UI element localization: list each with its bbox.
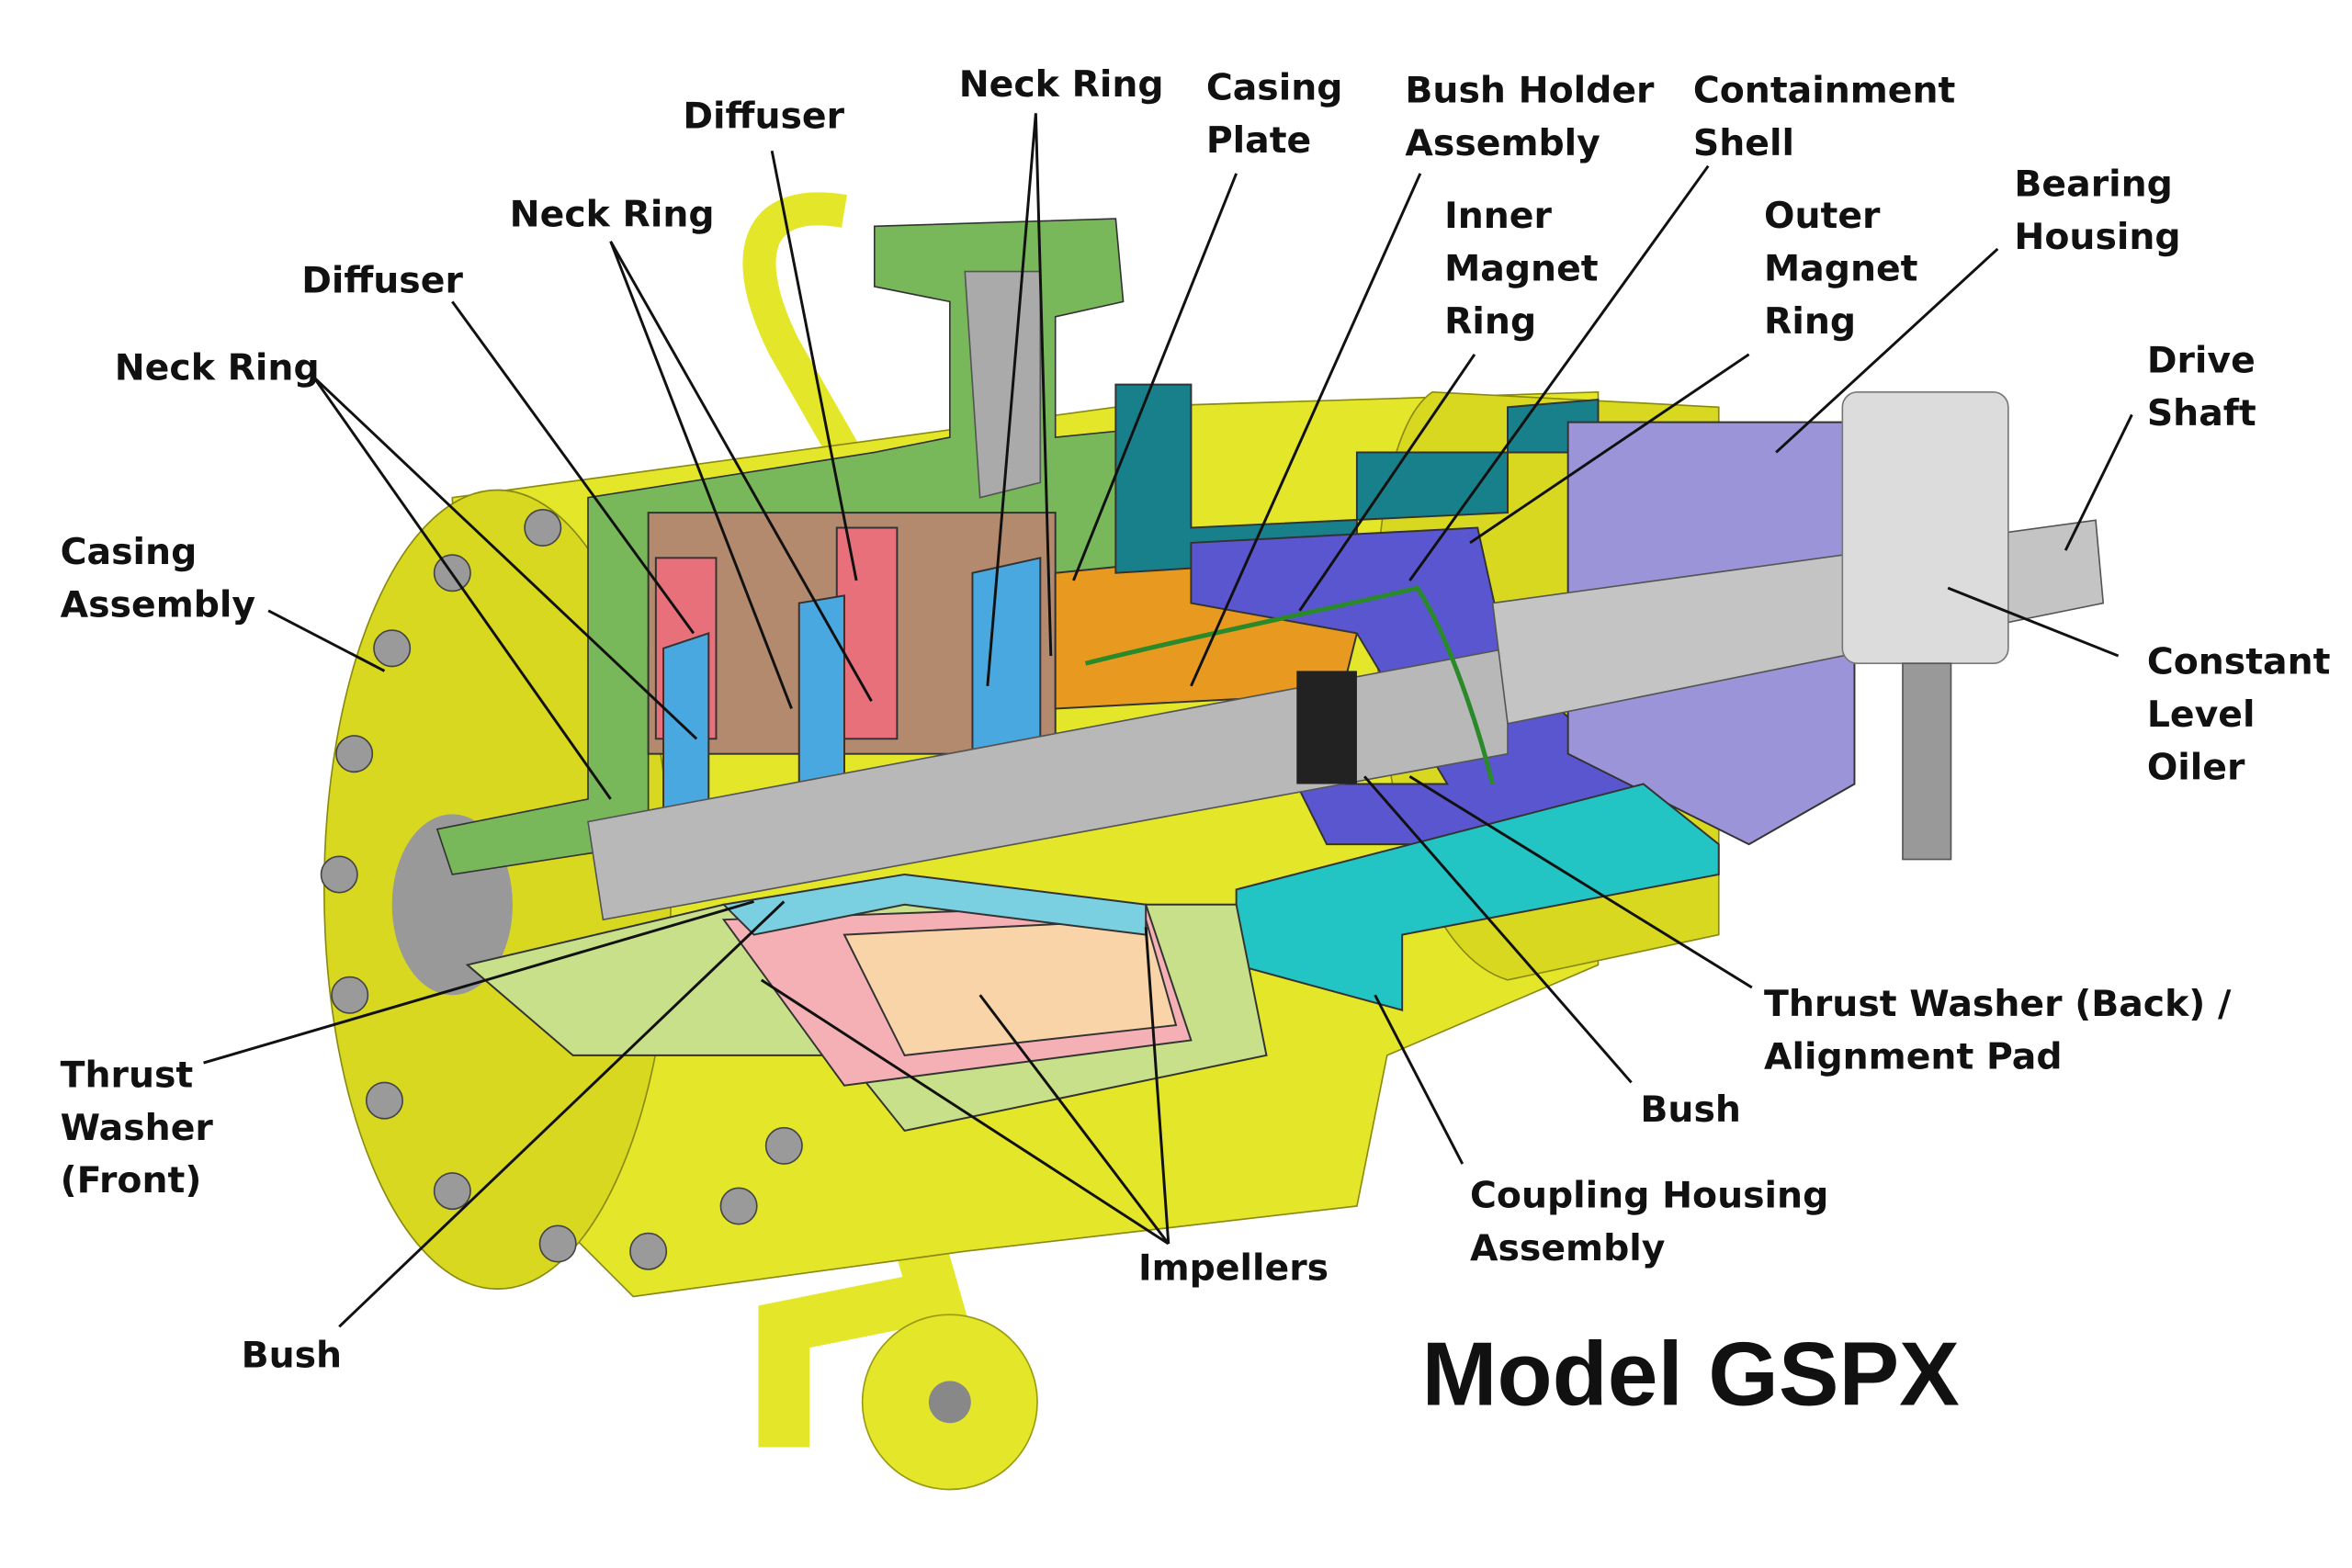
magnet-ring-dark xyxy=(1296,671,1357,784)
label-diffuser-top: Diffuser xyxy=(683,96,844,138)
impeller-3 xyxy=(971,557,1042,762)
suction-flange-bore xyxy=(928,1381,971,1424)
label-impellers: Impellers xyxy=(1138,1247,1329,1289)
lower-stage-peach xyxy=(842,919,1178,1056)
coupling-housing xyxy=(1235,783,1720,1011)
pump-illustration xyxy=(320,192,2105,1491)
pump-shaft xyxy=(587,647,1509,921)
diffuser-2 xyxy=(835,526,899,740)
discharge-nozzle xyxy=(964,270,1042,499)
leader-lines xyxy=(203,113,2133,1328)
bypass-pipe xyxy=(742,192,859,461)
constant-level-oiler xyxy=(1841,391,2009,665)
label-neck-ring-top: Neck Ring xyxy=(959,63,1164,106)
oiler-stem xyxy=(1902,662,1952,861)
flange-bolts xyxy=(320,509,803,1270)
containment-tube xyxy=(1084,585,1496,785)
label-neck-ring-left: Neck Ring xyxy=(115,347,320,389)
label-bush-right: Bush xyxy=(1640,1089,1741,1131)
label-neck-ring-mid: Neck Ring xyxy=(510,193,715,235)
label-diffuser-left: Diffuser xyxy=(301,260,463,302)
model-title: Model GSPX xyxy=(1421,1324,1959,1425)
label-bush-left: Bush xyxy=(242,1335,343,1377)
label-thrust-washer-back: Thrust Washer (Back) /Alignment Pad xyxy=(1764,983,2232,1077)
impeller-2 xyxy=(797,594,845,793)
